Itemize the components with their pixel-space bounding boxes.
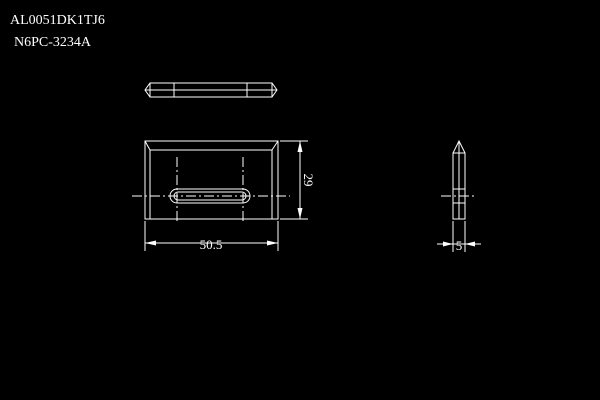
thickness-arrow-left [443,241,453,247]
length-arrow-left [145,240,156,246]
length-arrow-right [267,240,278,246]
front-view-outline [144,140,279,220]
side-view [441,139,477,220]
bevel-top-left [144,140,151,151]
thickness-arrow-right [465,241,475,247]
top-view [144,82,278,98]
thickness-dimension: 5 [437,221,481,253]
length-value-label: 50.5 [200,237,223,252]
thickness-value-label: 5 [456,238,463,253]
length-dimension: 50.5 [144,221,279,252]
height-value-label: 29 [301,174,316,187]
bevel-top-right [271,140,279,151]
height-arrow-bottom [297,208,303,219]
front-view [132,140,290,222]
height-arrow-top [297,141,303,152]
part-code-label: AL0051DK1TJ6 [10,13,105,28]
height-dimension: 29 [280,140,316,220]
model-code-label: N6PC-3234A [14,35,92,50]
